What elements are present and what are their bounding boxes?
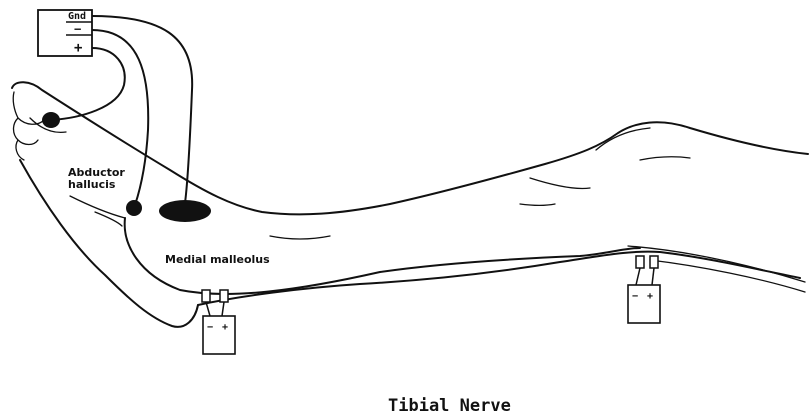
negative-terminal-label: − <box>74 22 81 36</box>
figure-caption: Tibial Nerve <box>388 396 511 416</box>
knee-stimulator-negative-label: − <box>632 291 638 302</box>
positive-wire <box>52 48 125 120</box>
ankle-stimulator-negative-label: − <box>207 322 213 333</box>
knee-stimulator-positive-label: + <box>647 291 653 302</box>
positive-terminal-label: + <box>74 40 82 56</box>
knee-stimulator: − + <box>628 256 660 323</box>
ground-electrode <box>159 200 211 222</box>
medial-malleolus-label: Medial malleolus <box>165 253 270 266</box>
active-electrode <box>126 200 142 216</box>
recording-terminal-box: Gnd − + <box>38 10 92 56</box>
ankle-stimulator-positive-label: + <box>222 322 228 333</box>
abductor-hallucis-label-line2: hallucis <box>68 178 116 191</box>
reference-electrode <box>42 112 60 128</box>
ground-terminal-label: Gnd <box>68 11 86 22</box>
